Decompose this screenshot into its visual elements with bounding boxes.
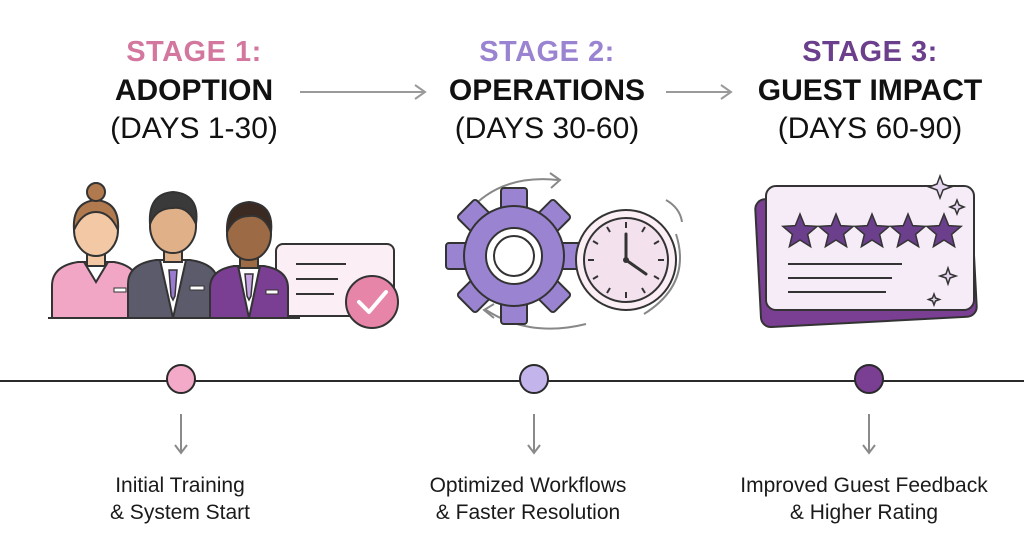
- star-rating-icon: [780, 212, 964, 249]
- gear-clock-cycle-icon: [445, 172, 683, 330]
- gear-icon: [445, 187, 583, 325]
- down-arrow-icon: [527, 414, 541, 455]
- stage-3-days: (DAYS 60-90): [777, 112, 963, 145]
- stage-1-caption-line1: Initial Training: [115, 474, 245, 497]
- stage-2-caption: Optimized Workflows & Faster Resolution: [378, 472, 678, 526]
- staff-member-2-icon: [127, 190, 219, 319]
- stage-1-days: (DAYS 1-30): [110, 112, 278, 145]
- stage-3-caption-line2: & Higher Rating: [789, 501, 939, 524]
- stage-3-marker: [854, 364, 884, 394]
- checklist-card-icon: [275, 243, 399, 329]
- clock-icon: [575, 209, 677, 311]
- stage-2-caption-line1: Optimized Workflows: [429, 474, 627, 497]
- staff-member-3-icon: [209, 200, 289, 319]
- flow-arrow-icon: [300, 84, 427, 100]
- stage-1-marker: [166, 364, 196, 394]
- stage-1-caption: Initial Training & System Start: [30, 472, 330, 526]
- timeline-line: [0, 380, 1024, 382]
- stage-3-label: STAGE 3:: [802, 36, 938, 68]
- stage-3-caption-line1: Improved Guest Feedback: [740, 474, 988, 497]
- stage-1-title: ADOPTION: [114, 74, 274, 107]
- five-star-review-card-icon: [754, 173, 978, 329]
- stage-2-days: (DAYS 30-60): [454, 112, 640, 145]
- stage-3-title: GUEST IMPACT: [757, 74, 983, 107]
- stage-2-label: STAGE 2:: [479, 36, 615, 68]
- stage-3-header: STAGE 3: GUEST IMPACT (DAYS 60-90): [735, 38, 1005, 144]
- staff-team-checklist-icon: [48, 182, 399, 329]
- stage-2-caption-line2: & Faster Resolution: [435, 501, 621, 524]
- stage-1-caption-line2: & System Start: [109, 501, 251, 524]
- flow-arrow-icon: [666, 84, 733, 100]
- stage-1-header: STAGE 1: ADOPTION (DAYS 1-30): [59, 38, 329, 144]
- stage-3-caption: Improved Guest Feedback & Higher Rating: [714, 472, 1014, 526]
- staff-member-1-icon: [51, 182, 139, 319]
- stage-2-title: OPERATIONS: [448, 74, 646, 107]
- down-arrow-icon: [862, 414, 876, 455]
- down-arrow-icon: [174, 414, 188, 455]
- stage-2-marker: [519, 364, 549, 394]
- sparkle-icon: [926, 173, 967, 308]
- stage-2-header: STAGE 2: OPERATIONS (DAYS 30-60): [412, 38, 682, 144]
- stage-1-label: STAGE 1:: [126, 36, 262, 68]
